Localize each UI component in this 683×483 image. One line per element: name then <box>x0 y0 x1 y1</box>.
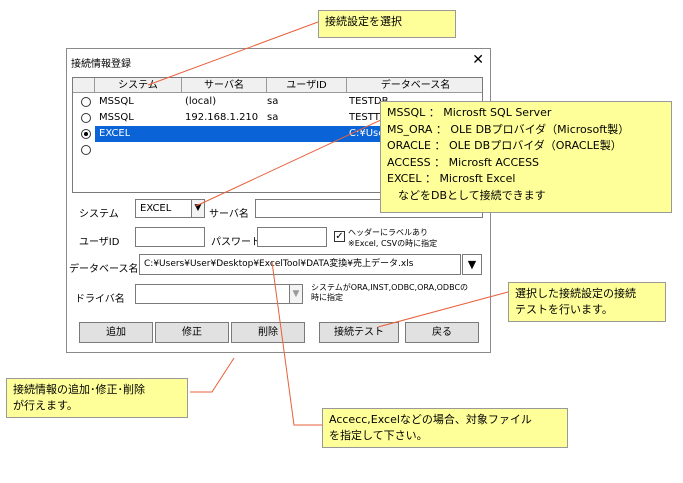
database-label: データベース名 <box>69 264 139 275</box>
leader-test <box>377 291 509 328</box>
cell-database: TESTDB <box>349 96 389 107</box>
cell-user: sa <box>267 112 279 123</box>
header-database[interactable]: データベース名 <box>380 80 451 91</box>
header-check-note: ※Excel, CSVの時に指定 <box>348 239 438 248</box>
callout-file-line: を指定して下さい。 <box>329 429 428 442</box>
list-item[interactable]: MSSQL (local) sa TESTDB <box>73 94 482 110</box>
header-server[interactable]: サーバ名 <box>182 78 267 93</box>
header-label-checkbox[interactable]: ✓ <box>334 231 345 242</box>
callout-file: Accecc,Excelなどの場合、対象ファイル を指定して下さい。 <box>322 408 568 448</box>
cell-system: MSSQL <box>99 96 134 107</box>
database-path-input[interactable]: C:¥Users¥User¥Desktop¥ExcelTool¥DATA変換¥売… <box>139 254 461 275</box>
cell-system: EXCEL <box>99 128 131 139</box>
list-item[interactable]: MSSQL 192.168.1.210 sa TESTTD <box>73 110 482 126</box>
header-user[interactable]: ユーザID <box>267 78 347 93</box>
callout-select: 接続設定を選択 <box>318 10 456 38</box>
header-check-label: ヘッダーにラベルあり <box>348 228 428 237</box>
connection-test-button[interactable]: 接続テスト <box>319 322 399 343</box>
row-radio[interactable] <box>81 97 91 107</box>
header-radio-col <box>73 78 95 93</box>
dialog-title: 接続情報登録 <box>71 59 131 70</box>
row-radio[interactable] <box>81 145 91 155</box>
leader-crud <box>190 357 235 393</box>
list-item[interactable] <box>73 142 482 158</box>
leader-file <box>271 261 322 426</box>
callout-file-line: Accecc,Excelなどの場合、対象ファイル <box>329 413 532 426</box>
cell-system: MSSQL <box>99 112 134 123</box>
callout-systems-line: ACCESS ： Microsft ACCESS <box>387 155 540 169</box>
delete-button[interactable]: 削除 <box>231 322 305 343</box>
header-system[interactable]: システム <box>95 78 182 93</box>
password-label: パスワード <box>211 237 261 248</box>
callout-systems: MSSQL ： Microsft SQL Server MS_ORA ： OLE… <box>380 101 672 213</box>
callout-test-line: 選択した接続設定の接続 <box>515 287 636 300</box>
callout-systems-line: などをDBとして接続できます <box>387 188 546 202</box>
callout-systems-line: MSSQL ： Microsft SQL Server <box>387 106 552 119</box>
driver-note: システムがORA,INST,ODBC,ORA,ODBCの <box>311 283 469 292</box>
database-browse-button[interactable]: ▼ <box>462 254 482 275</box>
chevron-down-icon: ▼ <box>292 289 300 299</box>
driver-label: ドライバ名 <box>75 294 125 305</box>
list-header: システム サーバ名 ユーザID データベース名 <box>73 78 482 93</box>
callout-crud-line: が行えます。 <box>13 399 78 412</box>
cell-user: sa <box>267 96 279 107</box>
callout-systems-line: ORACLE ： OLE DBプロバイダ（ORACLE製） <box>387 139 622 152</box>
user-id-label: ユーザID <box>79 237 120 248</box>
chevron-down-icon: ▼ <box>467 258 477 271</box>
server-label: サーバ名 <box>209 209 249 220</box>
callout-crud-line: 接続情報の追加･修正･削除 <box>13 383 145 396</box>
leader-select <box>147 21 319 86</box>
cell-server: 192.168.1.210 <box>185 112 259 123</box>
cell-database: C:¥User <box>349 128 389 139</box>
row-cells: MSSQL (local) sa TESTDB <box>95 94 482 110</box>
close-icon[interactable]: ✕ <box>472 52 484 68</box>
edit-button[interactable]: 修正 <box>155 322 229 343</box>
back-button[interactable]: 戻る <box>405 322 479 343</box>
callout-test: 選択した接続設定の接続 テストを行います。 <box>508 282 666 322</box>
cell-server: (local) <box>185 96 217 107</box>
callout-crud: 接続情報の追加･修正･削除 が行えます。 <box>6 378 188 418</box>
callout-test-line: テストを行います。 <box>515 303 613 316</box>
title-bar: 接続情報登録 ✕ <box>67 49 490 74</box>
callout-select-text: 接続設定を選択 <box>325 15 402 28</box>
callout-systems-line: MS_ORA ： OLE DBプロバイダ（Microsoft製） <box>387 122 630 136</box>
driver-dropdown-button[interactable]: ▼ <box>289 284 303 304</box>
row-radio[interactable] <box>81 113 91 123</box>
driver-note-2: 時に指定 <box>311 293 343 302</box>
leader-systems <box>195 117 386 207</box>
chevron-down-icon: ▼ <box>194 203 202 213</box>
cell-database: TESTTD <box>349 112 388 123</box>
row-cells: MSSQL 192.168.1.210 sa TESTTD <box>95 110 482 126</box>
callout-systems-line: EXCEL ： Microsft Excel <box>387 172 516 185</box>
add-button[interactable]: 追加 <box>79 322 153 343</box>
row-radio[interactable] <box>81 129 91 139</box>
password-input[interactable] <box>257 227 327 247</box>
user-id-input[interactable] <box>135 227 205 247</box>
system-label: システム <box>79 209 119 220</box>
